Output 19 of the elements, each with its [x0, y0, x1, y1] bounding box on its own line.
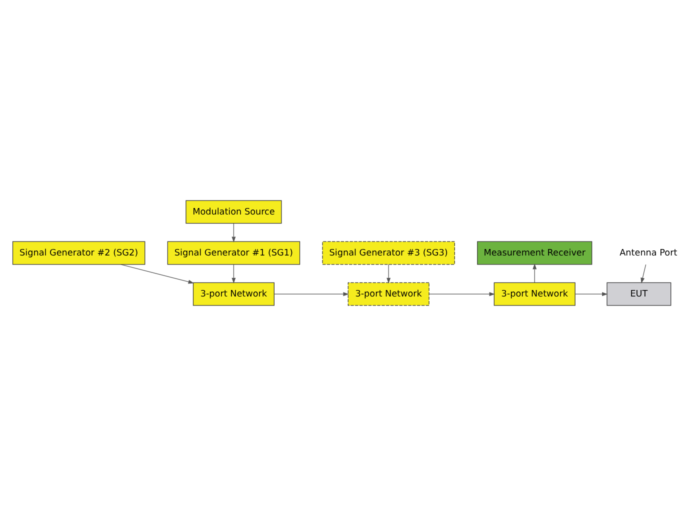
- arrow: [640, 264, 646, 284]
- node-box: 3-port Network: [348, 282, 430, 306]
- arrow: [232, 223, 236, 242]
- node-box: 3-port Network: [494, 282, 576, 306]
- node-box: Measurement Receiver: [477, 241, 592, 265]
- node-box: Signal Generator #3 (SG3): [322, 241, 455, 265]
- node-box: Modulation Source: [186, 200, 282, 224]
- arrow: [232, 264, 236, 284]
- node-box: EUT: [606, 282, 672, 306]
- arrow: [274, 292, 349, 296]
- arrow: [386, 264, 391, 284]
- arrow: [428, 292, 495, 296]
- arrow: [120, 264, 194, 284]
- node-box: Signal Generator #1 (SG1): [167, 241, 300, 265]
- arrow: [574, 292, 608, 296]
- node-box: 3-port Network: [192, 282, 274, 306]
- arrow: [532, 264, 537, 283]
- node-box: Signal Generator #2 (SG2): [12, 241, 146, 265]
- node-text: Antenna Port: [620, 248, 678, 258]
